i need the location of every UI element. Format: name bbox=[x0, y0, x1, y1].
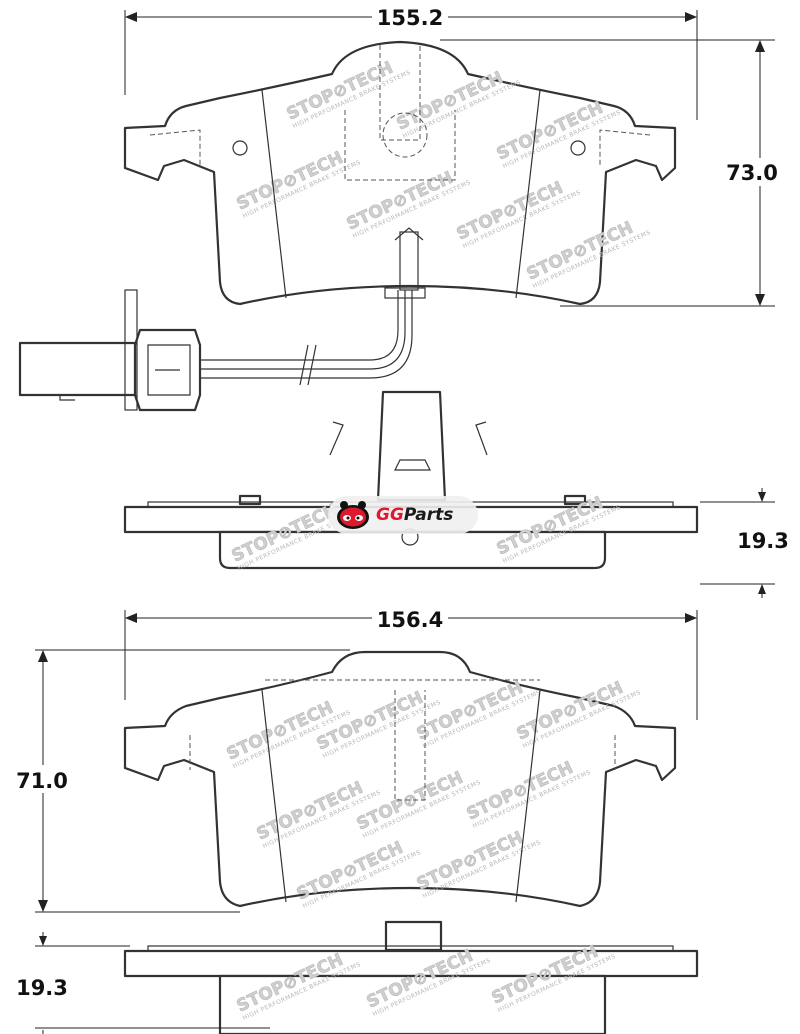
bottom-width-label: 156.4 bbox=[377, 608, 443, 632]
wear-sensor bbox=[18, 227, 426, 412]
top-width-label: 155.2 bbox=[377, 6, 443, 30]
bottom-thickness-label: 19.3 bbox=[16, 976, 68, 1000]
dimension-bottom-thickness: 19.3 bbox=[16, 932, 270, 1034]
dimension-bottom-height: 71.0 bbox=[5, 649, 350, 913]
ggparts-logo: GGParts bbox=[328, 496, 478, 534]
dimension-bottom-width: 156.4 bbox=[124, 605, 698, 720]
bottom-height-label: 71.0 bbox=[16, 769, 68, 793]
top-thickness-label: 19.3 bbox=[737, 529, 789, 553]
dimension-top-height: 73.0 bbox=[440, 39, 790, 307]
dimension-top-thickness: 19.3 bbox=[700, 488, 789, 598]
logo-text: GGParts bbox=[376, 505, 454, 525]
mascot-icon bbox=[337, 501, 369, 529]
dimension-top-width: 155.2 bbox=[124, 4, 698, 120]
top-height-label: 73.0 bbox=[726, 161, 778, 185]
